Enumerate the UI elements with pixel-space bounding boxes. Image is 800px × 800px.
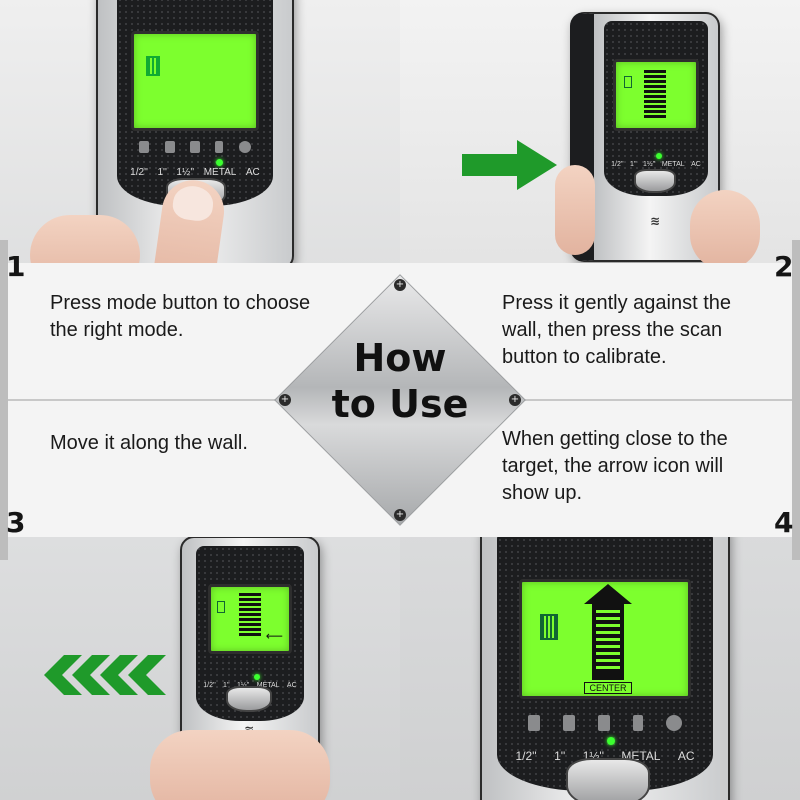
screw-icon: +	[279, 394, 291, 406]
wood-icon	[146, 55, 160, 76]
thumb	[555, 165, 595, 255]
mode-led	[216, 158, 224, 166]
wood-icon	[540, 613, 558, 640]
left-chevrons-icon	[44, 655, 166, 695]
step-4-number: 4	[774, 506, 794, 539]
hand	[690, 190, 760, 270]
step-3-text: Move it along the wall.	[50, 432, 248, 454]
screw-icon: +	[394, 509, 406, 521]
hand	[150, 730, 330, 800]
page-title: How to Use	[331, 336, 469, 426]
lcd-screen: CENTER	[519, 578, 691, 699]
step-1-text: Press mode button to choose the right mo…	[50, 292, 311, 341]
left-arrow-icon: ⟵	[265, 628, 283, 643]
stud-bars-icon	[644, 70, 666, 121]
lcd-screen: ⟵	[208, 583, 292, 654]
step-2-text: Press it gently against the wall, then p…	[502, 292, 732, 368]
step-4-text: When getting close to the target, the ar…	[502, 428, 728, 504]
right-edge-rail	[792, 240, 800, 560]
center-label: CENTER	[584, 681, 632, 694]
lcd-screen	[613, 59, 699, 132]
left-edge-rail	[0, 240, 8, 560]
screw-icon: +	[394, 279, 406, 291]
lcd-screen	[131, 30, 259, 131]
right-arrow-icon	[462, 140, 557, 190]
step-2-number: 2	[774, 250, 794, 283]
scan-button[interactable]	[634, 169, 676, 193]
step-1-number: 1	[6, 250, 26, 283]
step-3-number: 3	[6, 506, 26, 539]
scan-button[interactable]	[566, 758, 650, 800]
scan-button[interactable]	[226, 686, 272, 712]
center-arrow-icon	[584, 583, 632, 680]
screw-icon: +	[509, 394, 521, 406]
